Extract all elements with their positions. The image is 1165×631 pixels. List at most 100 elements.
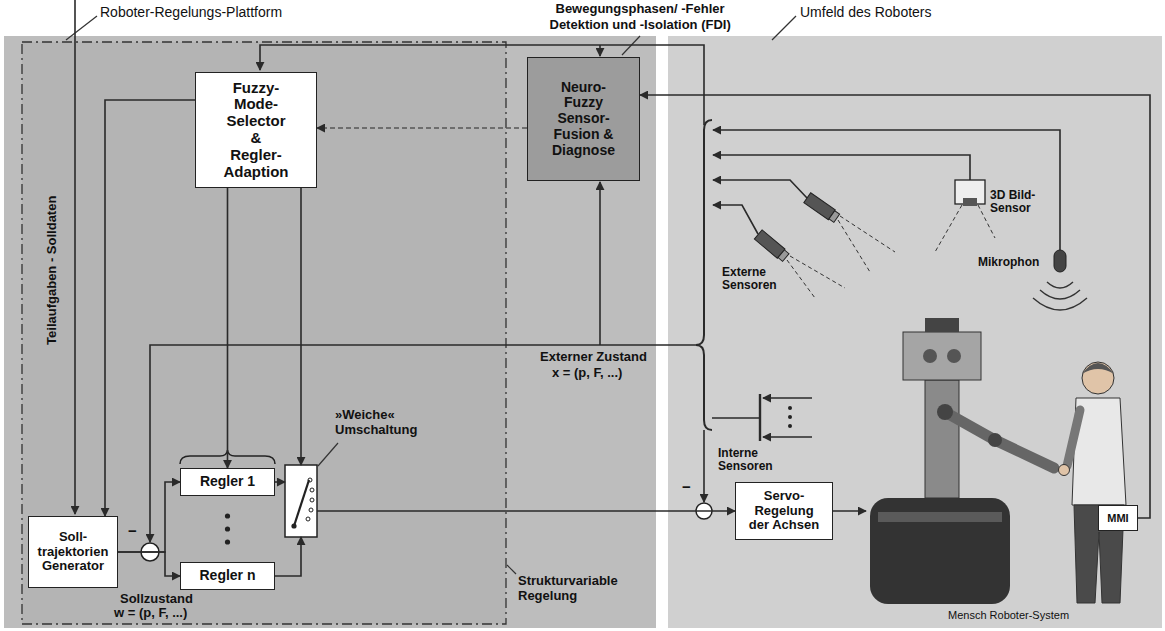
control-region: Fuzzy- Mode- Selector & Regler- Adaption… [22, 42, 506, 624]
robot-figure [937, 404, 953, 420]
node-text: Strukturvariable Regelung [518, 574, 618, 603]
panel-ground [668, 36, 1162, 628]
robot-figure [870, 318, 1054, 604]
mmi-box: MMI [1098, 505, 1138, 531]
robot-figure [925, 318, 959, 332]
node-text: MMI [1107, 512, 1128, 524]
signal-connector [105, 100, 195, 516]
sensor-fusion-box: Neuro- Fuzzy Sensor- Fusion & Diagnose [527, 57, 640, 181]
panel-ground [4, 36, 1162, 628]
controller-box: Regler 1 [180, 468, 275, 496]
signal-wire [703, 430, 705, 502]
ellipsis-dots [225, 513, 230, 518]
leader-line [66, 16, 796, 574]
node-text: »Weiche« Umschaltung [335, 408, 417, 437]
sensor-label: 3D Bild-Sensor [990, 189, 1042, 216]
switch-symbol [309, 508, 313, 512]
leader-line [318, 443, 338, 466]
signal-wire [833, 510, 866, 512]
signal-wire [75, 0, 1060, 542]
node-text: Servo- Regelung der Achsen [746, 489, 822, 533]
node-text: Neuro- Fuzzy Sensor- Fusion & Diagnose [552, 80, 615, 158]
input-label: Teilaufgaben - Solldaten [45, 195, 60, 344]
signal-wire [763, 436, 812, 438]
external-sensor [787, 216, 895, 298]
switch-symbol [310, 498, 314, 502]
mode-selector-box: Fuzzy- Mode- Selector & Regler- Adaption [195, 72, 317, 188]
external-sensor [778, 250, 789, 262]
ellipsis-dots [788, 406, 792, 410]
signal-wire [696, 120, 712, 430]
ellipsis-dots [225, 526, 230, 531]
microphone [1054, 250, 1066, 272]
signal-connector [118, 482, 180, 552]
signal-label: w = (p, F, ...) [114, 606, 187, 621]
microphone [1033, 282, 1087, 310]
ellipsis-dots [225, 406, 792, 545]
panel-ground [4, 36, 656, 628]
human-figure [1082, 362, 1114, 394]
soft-switch: »Weiche« Umschaltung [285, 465, 317, 537]
human-figure [1059, 465, 1070, 476]
microphone [1033, 250, 1087, 310]
robot-figure [870, 498, 1010, 604]
signal-wire [712, 417, 760, 419]
signal-wire [759, 394, 761, 441]
signal-wire [74, 0, 76, 514]
external-sensor [804, 193, 835, 220]
node-text: Soll- trajektorien Generator [38, 530, 109, 574]
signal-connector [275, 481, 285, 483]
signal-connector [640, 95, 1150, 518]
signal-wire [713, 155, 970, 180]
trajectory-generator-box: Soll- trajektorien Generator [28, 516, 118, 588]
ellipsis-dots [788, 424, 792, 428]
switch-symbol [291, 523, 296, 528]
leader-line [507, 565, 516, 574]
ellipsis-dots [225, 539, 230, 544]
signal-label: x = (p, F, ...) [552, 366, 622, 381]
signal-connector [118, 552, 180, 576]
panel-ground [22, 42, 506, 624]
robot-figure [945, 412, 1054, 468]
robot-figure [878, 512, 1002, 522]
robot-figure [925, 380, 959, 498]
image-sensor [963, 198, 977, 206]
node-text: Umfeld des Roboters [800, 5, 932, 21]
external-sensor [754, 230, 789, 262]
sensor-label: Mikrophon [978, 256, 1039, 269]
robot-figure [903, 332, 981, 380]
external-sensor [804, 193, 840, 223]
servo-box: Servo- Regelung der Achsen [735, 482, 833, 540]
signal-connector [227, 188, 229, 468]
node-text: Regler n [199, 568, 255, 584]
system-caption: Mensch Roboter-System [948, 609, 1069, 621]
signal-connector [275, 537, 301, 576]
node-text: Fuzzy- Mode- Selector & Regler- Adaption [224, 80, 289, 181]
minus-sign: − [682, 479, 691, 496]
switch-symbol [306, 517, 310, 521]
signal-wire [713, 180, 807, 198]
signal-connector [317, 127, 527, 129]
environment-panel: Servo- Regelung der AchsenMMIUmfeld des … [668, 36, 1162, 628]
signal-wire [713, 205, 758, 234]
switch-symbol [285, 465, 317, 537]
node-text: Regler 1 [200, 474, 255, 490]
sensor-label: Externe Sensoren [722, 266, 777, 293]
human-figure [1059, 362, 1127, 603]
node-text: Roboter-Regelungs-Plattform [100, 5, 282, 21]
signal-connector [317, 510, 735, 512]
ellipsis-dots [788, 415, 792, 419]
controller-box: Regler n [180, 562, 275, 590]
switch-symbol [310, 488, 314, 492]
platform-panel: Fuzzy- Mode- Selector & Regler- Adaption… [4, 36, 656, 628]
minus-sign: − [128, 523, 137, 540]
image-sensor [935, 180, 995, 252]
robot-figure [947, 349, 961, 363]
figure-heading: Bewegungsphasen/ -Fehler [556, 2, 725, 17]
switch-symbol [308, 478, 312, 482]
robot-figure [988, 433, 1002, 447]
figure-heading: Detektion und -Isolation (FDI) [550, 18, 731, 33]
image-sensor [935, 205, 995, 252]
signal-wire [599, 182, 601, 345]
switch-symbol [285, 465, 317, 537]
